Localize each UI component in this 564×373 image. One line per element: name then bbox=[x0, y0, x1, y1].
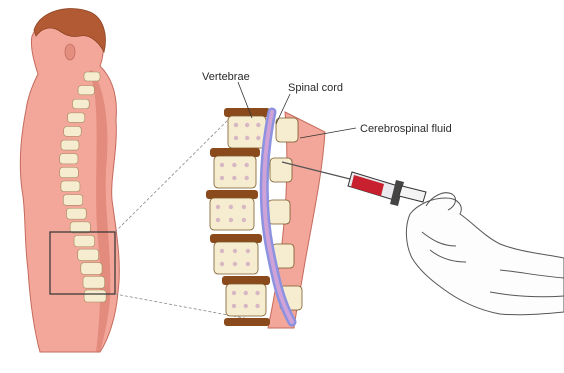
bone-texture bbox=[232, 304, 236, 308]
bone-texture bbox=[244, 304, 248, 308]
bone-texture bbox=[234, 123, 238, 127]
figure-vertebra bbox=[60, 167, 79, 177]
csf-label: Cerebrospinal fluid bbox=[360, 123, 452, 135]
bone-texture bbox=[244, 291, 248, 295]
bone-texture bbox=[216, 218, 220, 222]
bone-texture bbox=[220, 176, 224, 180]
bone-texture bbox=[216, 205, 220, 209]
figure-vertebra bbox=[78, 249, 99, 260]
intervertebral-disc bbox=[224, 318, 270, 326]
figure-vertebra bbox=[83, 276, 105, 288]
figure-vertebra bbox=[68, 113, 85, 123]
vertebrae-label: Vertebrae bbox=[202, 71, 250, 83]
bone-texture bbox=[229, 205, 233, 209]
figure-vertebra bbox=[78, 86, 94, 95]
bone-texture bbox=[233, 262, 237, 266]
hand-outline bbox=[406, 198, 564, 315]
figure-vertebra bbox=[81, 263, 102, 275]
bone-texture bbox=[220, 163, 224, 167]
bone-texture bbox=[246, 262, 250, 266]
bone-texture bbox=[220, 249, 224, 253]
spine-detail bbox=[206, 108, 325, 328]
bone-texture bbox=[245, 163, 249, 167]
figure-vertebra bbox=[63, 195, 82, 206]
bone-texture bbox=[233, 249, 237, 253]
bone-texture bbox=[256, 136, 260, 140]
figure-vertebra bbox=[61, 181, 80, 192]
figure-vertebra bbox=[66, 208, 86, 219]
bone-texture bbox=[245, 176, 249, 180]
vertebral-body bbox=[214, 242, 258, 274]
bone-texture bbox=[229, 218, 233, 222]
bone-texture bbox=[234, 136, 238, 140]
figure-vertebra bbox=[60, 154, 78, 164]
bone-texture bbox=[232, 176, 236, 180]
figure-vertebra bbox=[72, 99, 89, 108]
figure-vertebra bbox=[70, 222, 90, 233]
bone-texture bbox=[242, 218, 246, 222]
bone-texture bbox=[232, 291, 236, 295]
bone-texture bbox=[220, 262, 224, 266]
spinous-process bbox=[270, 158, 292, 182]
bone-texture bbox=[246, 249, 250, 253]
bone-texture bbox=[245, 136, 249, 140]
human-figure bbox=[20, 9, 119, 352]
ear bbox=[65, 44, 75, 60]
bone-texture bbox=[242, 205, 246, 209]
figure-vertebra bbox=[61, 140, 79, 150]
vertebrae-stack bbox=[206, 108, 302, 326]
figure-vertebra bbox=[84, 72, 100, 81]
bone-texture bbox=[255, 304, 259, 308]
figure-vertebra bbox=[74, 236, 95, 247]
vertebral-body bbox=[214, 156, 256, 188]
bone-texture bbox=[245, 123, 249, 127]
bone-texture bbox=[232, 163, 236, 167]
bone-texture bbox=[256, 123, 260, 127]
vertebral-body bbox=[226, 284, 266, 316]
spinous-process bbox=[268, 200, 290, 224]
bone-texture bbox=[255, 291, 259, 295]
hand bbox=[406, 193, 564, 315]
figure-vertebra bbox=[64, 127, 82, 137]
vertebral-body bbox=[228, 116, 266, 148]
vertebral-body bbox=[210, 198, 254, 230]
figure-vertebra bbox=[84, 290, 106, 302]
syringe-plunger bbox=[399, 186, 426, 202]
spinal-cord-label: Spinal cord bbox=[288, 82, 343, 94]
spinous-process bbox=[276, 118, 298, 142]
